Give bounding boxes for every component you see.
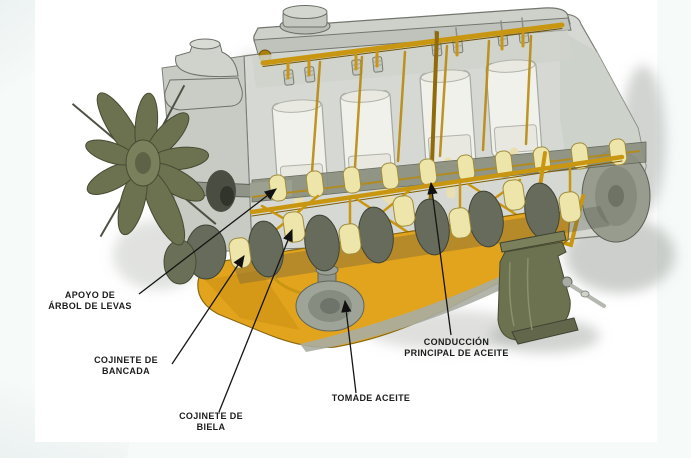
front-housing	[164, 77, 243, 111]
callout-arrows	[138, 181, 452, 413]
label-conduccion-principal: CONDUCCIÓN PRINCIPAL DE ACEITE	[391, 337, 522, 358]
cooling-fan	[71, 84, 217, 246]
label-line: BANCADA	[102, 365, 150, 376]
label-line: PRINCIPAL DE ACEITE	[404, 347, 509, 358]
label-cojinete-de-biela: COJINETE DE BIELA	[146, 411, 276, 432]
label-toma-de-aceite: TOMADE ACEITE	[306, 393, 436, 404]
callout-arrow-bancada	[171, 255, 245, 365]
label-line: BIELA	[196, 421, 226, 432]
label-line: TOMADE ACEITE	[331, 393, 411, 403]
callout-arrow-biela	[218, 228, 293, 413]
main-bearings	[228, 191, 582, 269]
label-line: COJINETE DE	[94, 355, 158, 365]
bolt	[561, 276, 606, 308]
label-line: COJINETE DE	[179, 411, 243, 421]
label-cojinete-de-bancada: COJINETE DE BANCADA	[61, 355, 191, 376]
label-line: CONDUCCIÓN	[423, 337, 490, 347]
valve-cover	[164, 5, 572, 111]
callout-arrow-toma	[341, 299, 357, 394]
label-apoyo-arbol-de-levas: APOYO DE ÁRBOL DE LEVAS	[24, 290, 156, 311]
label-line: ÁRBOL DE LEVAS	[48, 300, 132, 311]
callout-arrow-apoyo	[138, 188, 277, 295]
crankshaft	[228, 179, 582, 278]
oil-pickup-part	[497, 230, 606, 345]
rod-bearings	[282, 179, 526, 243]
callout-arrow-conduccion	[427, 181, 452, 336]
camshaft	[250, 138, 647, 203]
label-line: APOYO DE	[64, 290, 116, 300]
